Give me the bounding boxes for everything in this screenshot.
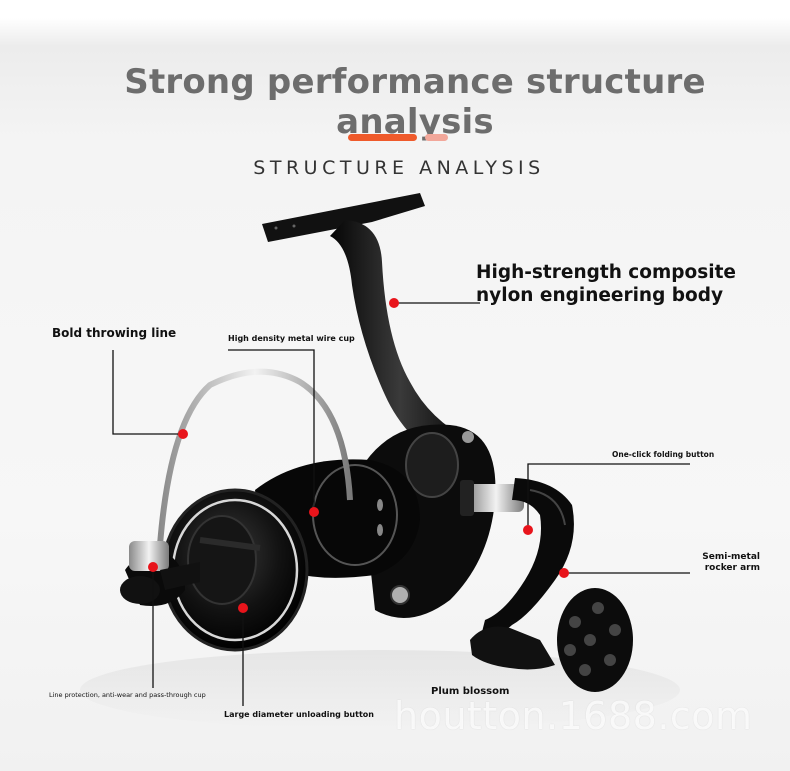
callout-rocker-line2: rocker arm bbox=[704, 563, 760, 573]
rocker-arm bbox=[480, 478, 574, 640]
watermark: houtton.1688.com bbox=[394, 694, 753, 738]
bail-wire bbox=[157, 368, 353, 546]
callout-wire-cup: High density metal wire cup bbox=[228, 334, 355, 343]
callout-rocker-line1: Semi-metal bbox=[702, 552, 760, 562]
callout-body: High-strength composite nylon engineerin… bbox=[476, 261, 736, 307]
callout-line-protection: Line protection, anti-wear and pass-thro… bbox=[49, 691, 206, 699]
callout-body-line2: nylon engineering body bbox=[476, 285, 724, 306]
floor-shadow bbox=[80, 650, 680, 730]
callout-rocker-arm: Semi-metal rocker arm bbox=[690, 552, 760, 574]
callout-body-line1: High-strength composite bbox=[476, 262, 736, 283]
accent-bar bbox=[348, 134, 417, 141]
accent-bar-short bbox=[425, 134, 448, 141]
callout-unloading-button: Large diameter unloading button bbox=[224, 710, 374, 719]
section-subtitle: STRUCTURE ANALYSIS bbox=[253, 157, 545, 179]
reel-foot bbox=[262, 193, 425, 242]
callout-throwing-line: Bold throwing line bbox=[52, 326, 177, 340]
callout-lines bbox=[112, 302, 690, 706]
reel-body-arm bbox=[330, 220, 470, 470]
callout-plum-blossom: Plum blossom bbox=[431, 686, 510, 697]
callout-folding-button: One-click folding button bbox=[612, 450, 715, 459]
handle-shaft bbox=[468, 484, 524, 512]
callout-markers bbox=[148, 298, 569, 613]
top-white-strip bbox=[0, 0, 790, 18]
